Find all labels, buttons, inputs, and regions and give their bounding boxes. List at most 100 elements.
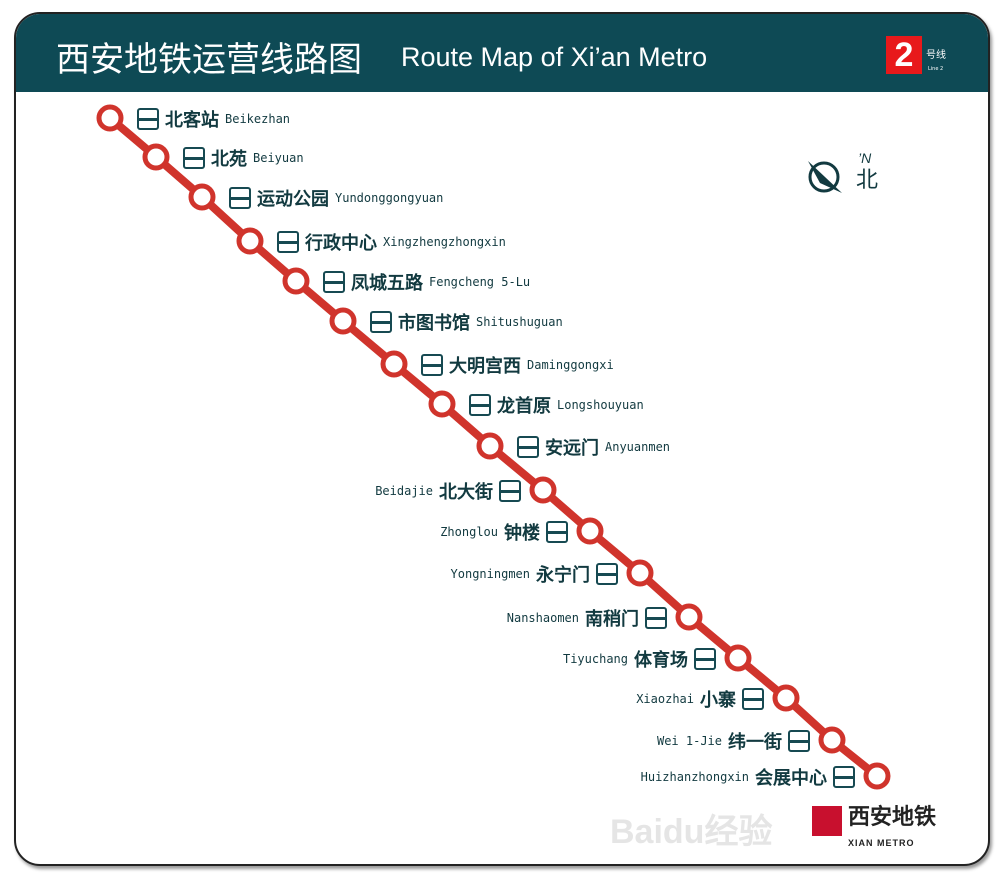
station-name-cn: 永宁门 xyxy=(536,565,590,586)
station-label[interactable]: Yongningmen 永宁门 xyxy=(451,561,618,587)
station-label[interactable]: Nanshaomen 南稍门 xyxy=(507,605,667,631)
station-label[interactable]: 龙首原 Longshouyuan xyxy=(469,392,644,418)
line-label-en: Line 2 xyxy=(928,66,944,72)
logo-text-cn: 西安地铁 xyxy=(848,805,937,830)
station-marker[interactable] xyxy=(236,227,264,255)
station-marker[interactable] xyxy=(188,183,216,211)
station-name-en: Shitushuguan xyxy=(476,315,563,329)
station-name-en: Wei 1-Jie xyxy=(656,734,722,748)
station-name-en: Tiyuchang xyxy=(562,652,628,666)
station-marker[interactable] xyxy=(724,644,752,672)
station-name-cn: 运动公园 xyxy=(257,189,329,210)
station-label[interactable]: Huizhanzhongxin 会展中心 xyxy=(641,764,855,790)
station-name-cn: 钟楼 xyxy=(504,523,540,544)
station-name-en: Anyuanmen xyxy=(605,440,671,454)
station-name-cn: 北大街 xyxy=(439,482,493,503)
station-label[interactable]: 运动公园 Yundonggongyuan xyxy=(229,185,443,211)
station-landmark-icon xyxy=(742,688,764,710)
station-name-cn: 南稍门 xyxy=(585,609,639,630)
station-landmark-icon xyxy=(596,563,618,585)
station-landmark-icon xyxy=(645,607,667,629)
station-name-cn: 体育场 xyxy=(634,650,688,671)
station-name-en: Beikezhan xyxy=(225,112,291,126)
station-name-en: Fengcheng 5-Lu xyxy=(429,275,531,289)
station-marker[interactable] xyxy=(142,143,170,171)
station-marker[interactable] xyxy=(529,476,557,504)
station-name-cn: 行政中心 xyxy=(305,233,377,254)
compass-north-icon xyxy=(808,161,842,193)
station-name-cn: 会展中心 xyxy=(755,768,827,789)
xian-metro-logo: 西安地铁 XIAN METRO xyxy=(812,804,962,856)
station-label[interactable]: 市图书馆 Shitushuguan xyxy=(370,309,563,335)
station-name-en: Xingzhengzhongxin xyxy=(383,235,506,249)
title-cn: 西安地铁运营线路图 xyxy=(56,40,362,80)
north-label-cn: 北 xyxy=(856,168,879,193)
station-landmark-icon xyxy=(229,187,251,209)
station-marker[interactable] xyxy=(282,267,310,295)
station-name-cn: 北客站 xyxy=(165,110,219,131)
station-name-en: Zhonglou xyxy=(440,525,498,539)
station-landmark-icon xyxy=(370,311,392,333)
station-label[interactable]: 大明宫西 Daminggongxi xyxy=(421,352,614,378)
station-landmark-icon xyxy=(421,354,443,376)
station-name-cn: 市图书馆 xyxy=(398,313,470,334)
station-name-en: Beidajie xyxy=(375,484,433,498)
station-name-en: Nanshaomen xyxy=(506,611,579,625)
station-marker[interactable] xyxy=(96,104,124,132)
north-label-en: ’N xyxy=(858,150,872,166)
station-landmark-icon xyxy=(469,394,491,416)
station-marker[interactable] xyxy=(380,350,408,378)
station-name-en: Daminggongxi xyxy=(527,358,614,372)
station-name-en: Xiaozhai xyxy=(636,692,694,706)
station-marker[interactable] xyxy=(626,559,654,587)
station-label[interactable]: Xiaozhai 小寨 xyxy=(636,686,764,712)
header: 西安地铁运营线路图 Route Map of Xi’an Metro 2 号线 … xyxy=(16,14,988,92)
station-label[interactable]: Zhonglou 钟楼 xyxy=(440,519,568,545)
station-name-cn: 安远门 xyxy=(545,438,599,459)
line-number-badge: 2 xyxy=(886,36,922,74)
station-name-en: Yongningmen xyxy=(450,567,530,581)
station-name-en: Longshouyuan xyxy=(557,398,644,412)
station-label[interactable]: 行政中心 Xingzhengzhongxin xyxy=(277,229,506,255)
station-label[interactable]: Tiyuchang 体育场 xyxy=(563,646,716,672)
station-landmark-icon xyxy=(499,480,521,502)
metro-logo-icon xyxy=(812,806,842,836)
line-label-cn: 号线 xyxy=(926,50,946,61)
station-name-en: Yundonggongyuan xyxy=(335,191,444,205)
station-landmark-icon xyxy=(517,436,539,458)
station-name-cn: 纬一街 xyxy=(728,732,782,753)
station-name-cn: 大明宫西 xyxy=(449,356,521,377)
station-marker[interactable] xyxy=(772,684,800,712)
station-marker[interactable] xyxy=(675,603,703,631)
station-marker[interactable] xyxy=(428,390,456,418)
route-map-card: 西安地铁运营线路图 Route Map of Xi’an Metro 2 号线 … xyxy=(14,12,990,866)
station-name-cn: 北苑 xyxy=(211,149,247,170)
station-name-en: Beiyuan xyxy=(253,151,304,165)
station-landmark-icon xyxy=(694,648,716,670)
station-landmark-icon xyxy=(546,521,568,543)
station-landmark-icon xyxy=(833,766,855,788)
station-landmark-icon xyxy=(183,147,205,169)
station-label[interactable]: 北苑 Beiyuan xyxy=(183,145,304,171)
station-name-en: Huizhanzhongxin xyxy=(640,770,749,784)
title-en: Route Map of Xi’an Metro xyxy=(401,42,708,72)
station-label[interactable]: Wei 1-Jie 纬一街 xyxy=(657,728,810,754)
station-landmark-icon xyxy=(323,271,345,293)
station-marker[interactable] xyxy=(476,432,504,460)
station-landmark-icon xyxy=(137,108,159,130)
logo-text-en: XIAN METRO xyxy=(848,838,915,848)
station-name-cn: 龙首原 xyxy=(497,396,551,417)
station-marker[interactable] xyxy=(576,517,604,545)
station-name-cn: 小寨 xyxy=(700,690,736,711)
station-marker[interactable] xyxy=(329,307,357,335)
station-landmark-icon xyxy=(277,231,299,253)
station-landmark-icon xyxy=(788,730,810,752)
station-label[interactable]: 北客站 Beikezhan xyxy=(137,106,290,132)
watermark: Baidu经验 xyxy=(610,813,773,851)
station-marker[interactable] xyxy=(818,726,846,754)
station-label[interactable]: Beidajie 北大街 xyxy=(375,478,521,504)
station-marker[interactable] xyxy=(863,762,891,790)
station-label[interactable]: 安远门 Anyuanmen xyxy=(517,434,670,460)
